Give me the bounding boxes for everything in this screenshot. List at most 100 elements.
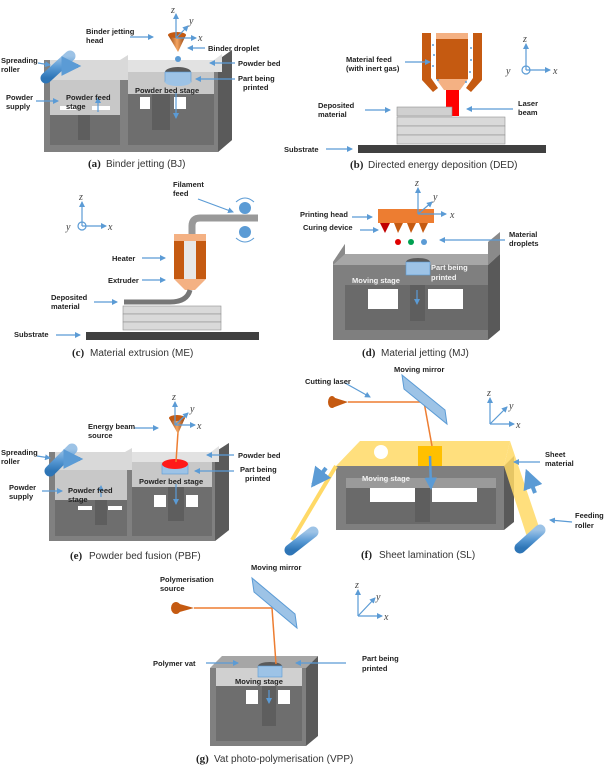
caption-binder-jetting: Binder jetting (BJ) (106, 159, 185, 170)
energy-beam-line (175, 431, 179, 463)
caption-directed-energy-deposition: Directed energy deposition (DED) (368, 160, 518, 171)
binder-droplet-icon (175, 56, 181, 62)
x-axis-label: x (383, 612, 389, 623)
label-substrate: Substrate (14, 330, 49, 339)
sl-axes: z y x (486, 388, 521, 431)
label-spreading-roller-2: roller (1, 457, 20, 466)
label-filament-feed: Filament (173, 180, 204, 189)
label-powder-supply: Powder (9, 483, 36, 492)
cutting-laser-icon (328, 396, 433, 447)
energy-beam-source-icon (169, 418, 185, 434)
moving-mirror-icon (251, 576, 298, 630)
panel-powder-bed-fusion: z y x Energy beam source Spreading rolle… (1, 392, 281, 562)
label-powder-feed-stage: Powder feed (68, 486, 113, 495)
y-axis-label: y (375, 592, 381, 603)
z-axis-label: z (354, 580, 359, 591)
part-gear-icon (257, 662, 283, 678)
label-part-being-printed-2: printed (243, 83, 269, 92)
binder-head-icon (168, 35, 186, 52)
label-powder-bed: Powder bed (238, 59, 281, 68)
droplet-green (408, 239, 414, 245)
label-moving-mirror: Moving mirror (251, 563, 302, 572)
label-binder-jetting-head: Binder jetting (86, 27, 135, 36)
label-printing-head: Printing head (300, 210, 348, 219)
vpp-axes: z y x (354, 580, 389, 623)
bj-axes: z y x (170, 5, 203, 44)
caption-powder-bed-fusion: Powder bed fusion (PBF) (89, 551, 201, 562)
label-cutting-laser: Cutting laser (305, 377, 351, 386)
ded-nozzle (422, 33, 482, 116)
droplet-red (395, 239, 401, 245)
label-part-being-printed-2: printed (362, 664, 388, 673)
label-powder-feed-stage-2: stage (66, 102, 86, 111)
substrate-plate (86, 332, 259, 340)
feeding-roller-icon (514, 524, 546, 554)
caption-material-jetting: Material jetting (MJ) (381, 348, 469, 359)
z-axis-label: z (171, 392, 176, 403)
label-binder-jetting-head-2: head (86, 36, 104, 45)
label-spreading-roller: Spreading (1, 448, 38, 457)
panel-sheet-lamination: z y x Moving mirror Cutting laser Sheet … (284, 365, 604, 561)
label-sheet-material-2: material (545, 459, 574, 468)
sl-machine-box (336, 456, 514, 530)
x-axis-label: x (197, 33, 203, 44)
label-material-feed: Material feed (346, 55, 392, 64)
panel-vat-photo-polymerisation: z y x Moving mirror Polymerisation sourc… (153, 563, 399, 765)
label-deposited-material-2: material (318, 110, 347, 119)
y-axis-label: y (505, 66, 511, 77)
label-sheet-material: Sheet (545, 450, 566, 459)
y-axis-label: y (189, 404, 195, 415)
label-polymer-vat: Polymer vat (153, 659, 196, 668)
cut-outline-icon (374, 445, 388, 459)
label-powder-supply-2: supply (9, 492, 34, 501)
label-deposited-material: Deposited (51, 293, 88, 302)
caption-letter-c: (c) (72, 347, 85, 359)
caption-letter-a: (a) (88, 158, 101, 170)
part-gear-icon (161, 459, 189, 475)
label-energy-beam-source: Energy beam (88, 422, 135, 431)
mj-machine-box (333, 232, 500, 340)
label-polymerisation-source-2: source (160, 584, 185, 593)
polymerisation-source-icon (171, 602, 277, 665)
label-powder-supply: Powder (6, 93, 33, 102)
panel-material-jetting: z y x Printing head Curing device Materi… (300, 178, 539, 359)
substrate-plate (358, 145, 546, 153)
panel-material-extrusion: z y x Filament feed Heater Ex (14, 180, 259, 359)
part-gear-icon (405, 258, 431, 276)
x-axis-label: x (449, 210, 455, 221)
moving-mirror-icon (401, 373, 448, 426)
label-moving-stage: Moving stage (235, 677, 283, 686)
y-axis-label: y (188, 16, 194, 27)
label-substrate: Substrate (284, 145, 319, 154)
label-laser-beam-2: beam (518, 108, 538, 117)
melt-pool-icon (162, 459, 188, 469)
droplet-blue (421, 239, 427, 245)
y-axis-label: y (432, 192, 438, 203)
label-laser-beam: Laser (518, 99, 538, 108)
extruded-filament (124, 289, 193, 305)
label-part-being-printed: Part being (238, 74, 275, 83)
label-deposited-material: Deposited (318, 101, 355, 110)
caption-sheet-lamination: Sheet lamination (SL) (379, 550, 475, 561)
x-axis-label: x (196, 421, 202, 432)
spreading-roller-icon (40, 50, 82, 84)
label-powder-supply-2: supply (6, 102, 31, 111)
label-extruder: Extruder (108, 276, 139, 285)
output-roller-icon (284, 526, 319, 556)
label-material-droplets: Material (509, 230, 537, 239)
z-axis-label: z (486, 388, 491, 399)
x-axis-label: x (552, 66, 558, 77)
x-axis-label: x (107, 222, 113, 233)
feed-gears-icon (235, 197, 255, 243)
label-part-being-printed: Part being (240, 465, 277, 474)
mj-axes: z y x (414, 178, 455, 221)
label-filament-feed-2: feed (173, 189, 189, 198)
caption-letter-b: (b) (350, 159, 364, 171)
label-part-being-printed-2: printed (431, 273, 457, 282)
part-gear-icon (164, 67, 192, 86)
me-axes: z y x (65, 192, 113, 233)
ded-axes: z y x (505, 34, 558, 77)
label-powder-bed-stage: Powder bed stage (135, 86, 199, 95)
caption-letter-d: (d) (362, 347, 376, 359)
caption-material-extrusion: Material extrusion (ME) (90, 348, 193, 359)
